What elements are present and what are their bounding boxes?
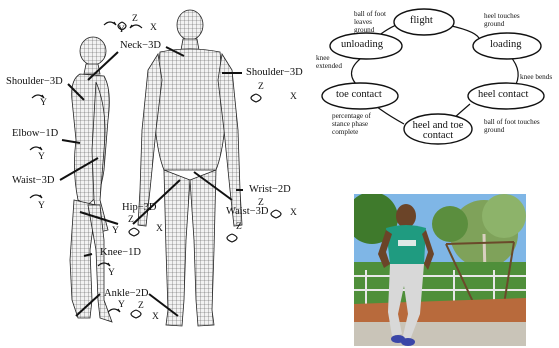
gait-cycle-diagram: flight loading heel contact heel and toe… xyxy=(314,0,559,170)
wrist-label: Wrist−2D xyxy=(249,184,291,195)
axis-y: Y xyxy=(118,25,125,35)
annotation-ball-touches: ball of foot touches ground xyxy=(484,118,554,134)
shoulder-left-label: Shoulder−3D xyxy=(6,76,63,87)
shoulder-right-label: Shoulder−3D xyxy=(246,67,303,78)
wireframe-bodies xyxy=(0,0,310,348)
axis-y: Y xyxy=(112,226,119,236)
axis-z: Z xyxy=(258,198,264,208)
axis-x: X xyxy=(150,23,157,33)
annotation-ball-leaves: ball of foot leaves ground xyxy=(354,10,394,34)
body-joint-diagram: Neck−3D Shoulder−3D Shoulder−3D Elbow−1D… xyxy=(0,0,310,348)
sidewalk xyxy=(354,322,526,346)
axis-y: Y xyxy=(38,201,45,211)
node-toe-contact-label: toe contact xyxy=(336,89,382,100)
side-view-figure xyxy=(70,37,112,322)
elbow-label: Elbow−1D xyxy=(12,128,58,139)
waist-left-label: Waist−3D xyxy=(12,175,54,186)
node-unloading-label: unloading xyxy=(341,39,383,50)
axis-z: Z xyxy=(132,14,138,24)
axis-y: Y xyxy=(118,300,125,310)
axis-y: Y xyxy=(38,152,45,162)
axis-x: X xyxy=(290,92,297,102)
annotation-stance-complete: percentage of stance phase complete xyxy=(332,112,390,136)
axis-x: X xyxy=(156,224,163,234)
annotation-heel-touches: heel touches ground xyxy=(484,12,528,28)
annotation-knee-extended: knee extended xyxy=(316,54,352,70)
neck-label: Neck−3D xyxy=(120,40,161,51)
node-heel-contact-label: heel contact xyxy=(478,89,528,100)
node-flight-label: flight xyxy=(410,15,433,26)
axis-x: X xyxy=(152,312,159,322)
ankle-label: Ankle−2D xyxy=(104,288,148,299)
axis-x: X xyxy=(290,208,297,218)
axis-z: Z xyxy=(128,215,134,225)
annotation-knee-bends: knee bends xyxy=(520,73,552,81)
front-view-figure xyxy=(138,10,242,326)
axis-y: Y xyxy=(40,98,47,108)
hip-label: Hip−3D xyxy=(122,202,157,213)
scene-illustration xyxy=(354,194,526,346)
axis-z: Z xyxy=(138,301,144,311)
axis-z: Z xyxy=(236,222,242,232)
knee-label: Knee−1D xyxy=(100,247,141,258)
node-heel-and-toe-contact-label: heel and toe contact xyxy=(408,121,468,141)
node-loading-label: loading xyxy=(490,39,522,50)
axis-y: Y xyxy=(108,268,115,278)
axis-z: Z xyxy=(258,82,264,92)
rendered-runner-scene xyxy=(354,194,526,346)
